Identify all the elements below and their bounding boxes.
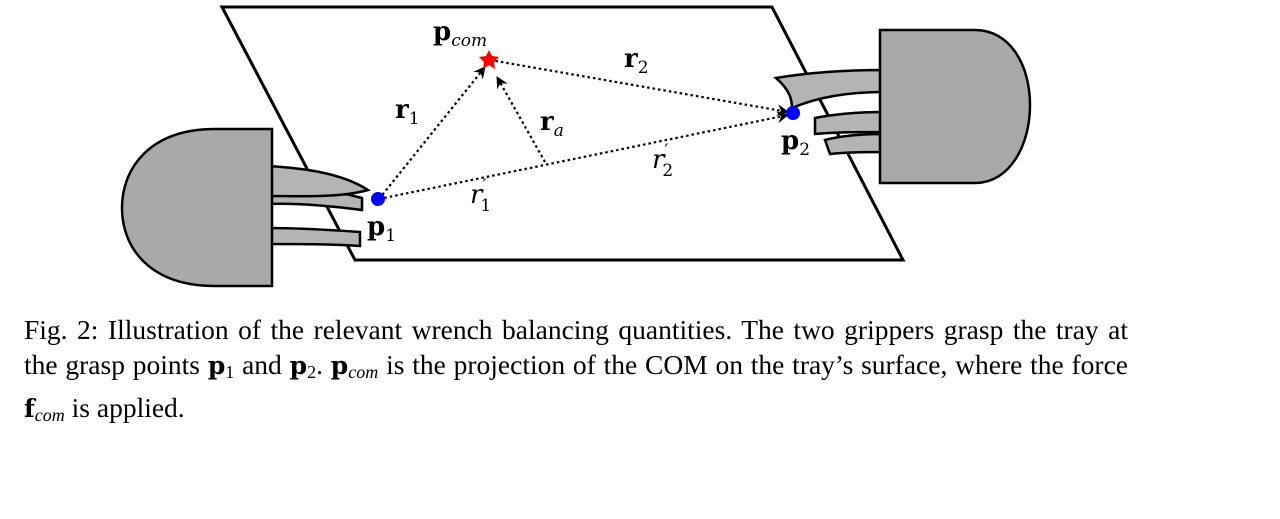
com-star-marker	[479, 50, 499, 69]
caption-part: .	[316, 349, 331, 380]
grasp-point-p2	[786, 106, 800, 120]
caption-part: is applied.	[64, 392, 185, 423]
grasp-point-p1	[371, 192, 385, 206]
label-p2: p2	[781, 126, 810, 160]
right-gripper-finger	[773, 68, 886, 110]
label-r1: r1	[395, 95, 420, 129]
vectors	[378, 58, 789, 201]
label-r2: r2	[624, 44, 649, 78]
wrench-balancing-figure: pcom r1 r2 ra r′1 r′2 p1 p2	[120, 5, 1032, 288]
label-r2-prime: r′2	[652, 141, 673, 181]
caption-p2: p2	[289, 351, 317, 382]
left-gripper-finger	[266, 226, 362, 248]
caption-part: Fig. 2: Illustration of the relevant wre…	[24, 314, 1128, 380]
left-gripper-body	[120, 127, 274, 288]
right-gripper-body	[878, 28, 1032, 185]
caption-f-com: fcom	[24, 394, 65, 425]
label-r1-prime: r′1	[470, 176, 491, 216]
label-p-com: pcom	[433, 17, 487, 51]
caption-p1: p1	[207, 351, 235, 382]
right-gripper-finger	[813, 110, 886, 136]
caption-part: and	[234, 349, 290, 380]
left-gripper	[120, 127, 372, 288]
vector-r1-r2-prime	[378, 111, 789, 201]
vector-r2	[489, 58, 789, 117]
vector-r1	[378, 66, 486, 200]
figure-caption: Fig. 2: Illustration of the relevant wre…	[24, 312, 1128, 433]
label-ra: ra	[540, 107, 564, 141]
right-gripper	[773, 28, 1032, 185]
caption-p-com: pcom	[330, 351, 379, 382]
right-gripper-finger	[823, 132, 886, 156]
label-p1: p1	[367, 212, 396, 246]
caption-part: is the projection of the COM on the tray…	[378, 349, 1128, 380]
left-gripper-finger	[266, 164, 372, 198]
caption-text: Fig. 2: Illustration of the relevant wre…	[24, 312, 1128, 433]
